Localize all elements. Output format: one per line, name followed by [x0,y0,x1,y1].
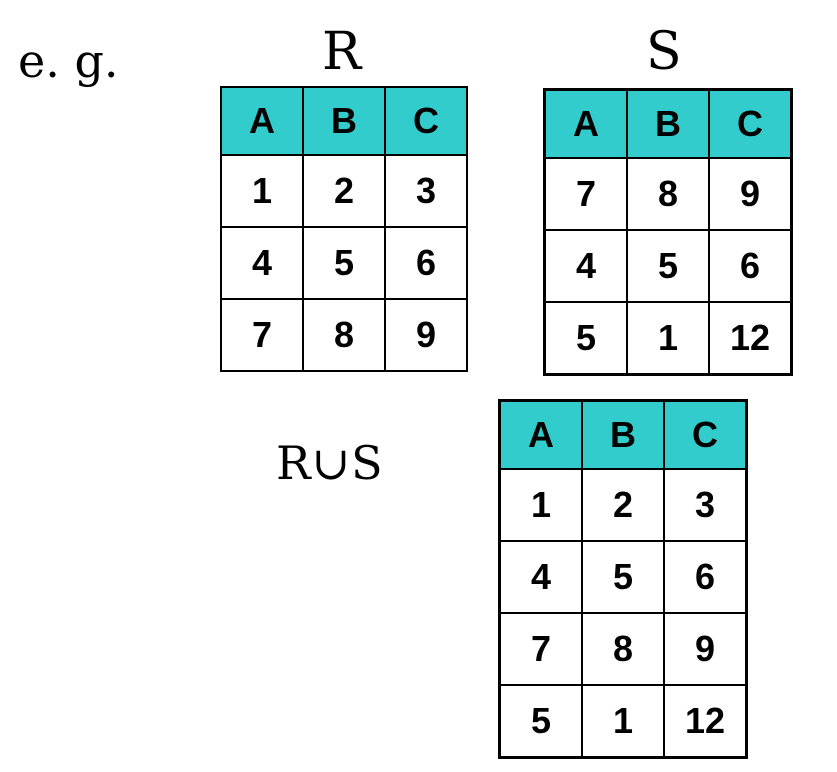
relation-r-table: A B C 1 2 3 4 5 6 7 8 9 [220,86,468,372]
union-expression-label: R∪S [276,436,384,490]
column-header: C [663,399,748,470]
table-cell: 12 [708,301,793,376]
table-header-row: A B C [543,88,793,159]
relation-r-title: R [322,22,362,82]
column-header: C [708,88,793,159]
table-cell: 8 [626,157,710,231]
relation-s-title: S [646,22,682,82]
table-cell: 8 [302,298,386,372]
table-cell: 5 [543,301,628,376]
table-cell: 1 [626,301,710,376]
table-row: 5 1 12 [498,684,748,759]
table-cell: 3 [384,154,468,228]
table-cell: 9 [663,612,748,686]
table-cell: 5 [302,226,386,300]
table-row: 5 1 12 [543,301,793,376]
column-header: A [220,86,304,156]
table-cell: 5 [581,540,665,614]
table-cell: 3 [663,468,748,542]
table-cell: 7 [220,298,304,372]
table-cell: 6 [384,226,468,300]
table-cell: 6 [708,229,793,303]
table-row: 1 2 3 [220,154,468,228]
relation-s-table: A B C 7 8 9 4 5 6 5 1 12 [543,88,793,376]
table-row: 7 8 9 [498,612,748,686]
table-header-row: A B C [220,86,468,156]
table-cell: 7 [498,612,583,686]
table-header-row: A B C [498,399,748,470]
table-cell: 1 [498,468,583,542]
example-label: e. g. [18,34,119,88]
table-row: 4 5 6 [498,540,748,614]
table-row: 4 5 6 [220,226,468,300]
table-cell: 1 [581,684,665,759]
table-row: 7 8 9 [220,298,468,372]
table-cell: 2 [581,468,665,542]
table-cell: 6 [663,540,748,614]
table-cell: 5 [626,229,710,303]
column-header: A [543,88,628,159]
table-row: 4 5 6 [543,229,793,303]
table-cell: 4 [220,226,304,300]
table-cell: 4 [543,229,628,303]
table-cell: 9 [384,298,468,372]
table-row: 1 2 3 [498,468,748,542]
table-cell: 2 [302,154,386,228]
union-result-table: A B C 1 2 3 4 5 6 7 8 9 5 1 12 [498,399,748,759]
table-row: 7 8 9 [543,157,793,231]
column-header: C [384,86,468,156]
column-header: A [498,399,583,470]
table-cell: 4 [498,540,583,614]
column-header: B [626,88,710,159]
table-cell: 12 [663,684,748,759]
table-cell: 8 [581,612,665,686]
column-header: B [581,399,665,470]
table-cell: 5 [498,684,583,759]
column-header: B [302,86,386,156]
table-cell: 9 [708,157,793,231]
table-cell: 1 [220,154,304,228]
table-cell: 7 [543,157,628,231]
